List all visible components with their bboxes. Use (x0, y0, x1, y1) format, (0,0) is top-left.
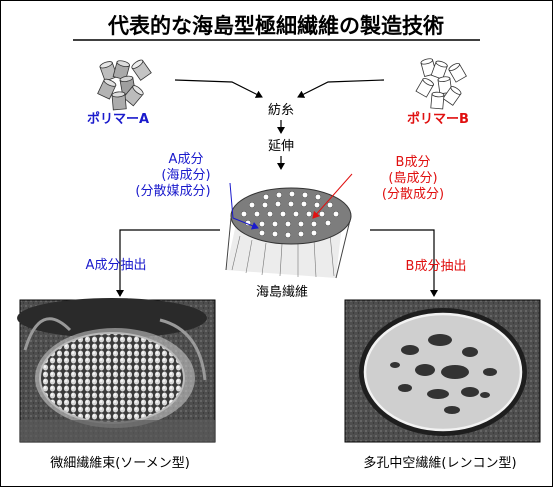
sem-image-porous-fiber (344, 299, 541, 443)
pellets-icon (97, 59, 152, 111)
branch-left (116, 229, 220, 297)
branch-right (370, 229, 438, 297)
pointer-component-a (229, 182, 259, 230)
step-spinning: 紡糸 (268, 103, 294, 118)
fiber-cross-section-icon (225, 187, 352, 279)
island-dots (240, 190, 340, 239)
polymer-b-label: ポリマーB (407, 111, 469, 127)
extract-a-label: A成分抽出 (86, 258, 147, 273)
pointer-component-b (312, 173, 353, 219)
component-a-role-alt: (分散媒成分) (135, 184, 210, 199)
polymer-a-label: ポリマーA (87, 111, 149, 127)
arrow-polymer-b (297, 79, 385, 98)
pore-holes (390, 334, 497, 414)
fiber-end-face (230, 187, 352, 245)
pellets-outline-icon (415, 58, 467, 110)
component-b-role-alt: (分散成分) (382, 187, 444, 202)
arrow-polymer-a (174, 79, 263, 98)
component-a-role: (海成分) (161, 168, 210, 183)
page-title: 代表的な海島型極細繊維の製造技術 (107, 14, 444, 38)
component-a-name: A成分 (169, 152, 204, 167)
component-b-name: B成分 (396, 155, 431, 170)
result-right-caption: 多孔中空繊維(レンコン型) (363, 455, 516, 471)
extract-b-label: B成分抽出 (406, 259, 467, 274)
result-left-caption: 微細繊維束(ソーメン型) (50, 455, 190, 471)
sem-image-microfiber-bundle (17, 298, 216, 443)
component-b-role: (島成分) (388, 171, 437, 186)
fiber-label: 海島繊維 (256, 284, 308, 300)
step-drawing: 延伸 (268, 139, 294, 154)
